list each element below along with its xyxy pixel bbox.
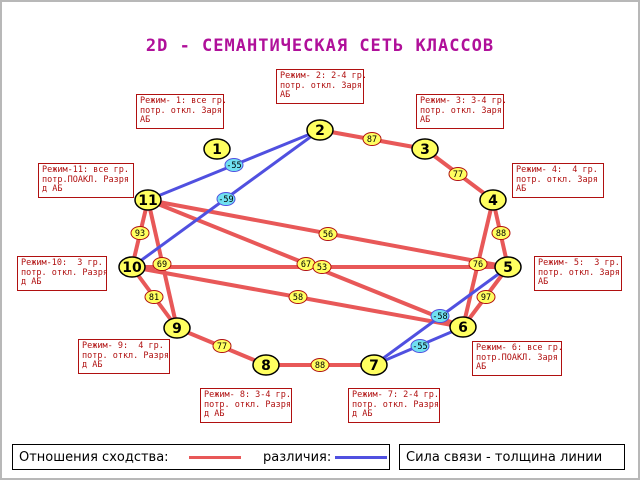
node-5 xyxy=(494,256,522,278)
node-7 xyxy=(360,354,388,376)
mode-box-10: Режим-10: 3 гр. потр. откл. Разря д АБ xyxy=(17,256,108,291)
edge-weight-badge xyxy=(224,158,244,172)
edge-weight-badge xyxy=(152,257,172,271)
legend-strength-label: Сила связи - толщина линии xyxy=(406,450,603,465)
page-title: 2D - СЕМАНТИЧЕСКАЯ СЕТЬ КЛАССОВ xyxy=(145,36,495,56)
node-label-4: 4 xyxy=(488,193,498,209)
edge-weight-badge xyxy=(491,226,511,240)
node-label-1: 1 xyxy=(212,142,222,158)
mode-box-2: Режим- 2: 2-4 гр. потр. откл. Заря АБ xyxy=(276,69,367,104)
node-4 xyxy=(479,189,507,211)
legend-strength: Сила связи - толщина линии xyxy=(399,444,625,470)
edge-weight-badge xyxy=(448,167,468,181)
mode-box-4: Режим- 4: 4 гр. потр. откл. Заря АБ xyxy=(512,163,604,198)
mode-box-8: Режим- 8: 3-4 гр. потр. откл. Разря д АБ xyxy=(200,388,292,423)
edge-weight-10-5: 67 xyxy=(301,260,311,270)
node-label-7: 7 xyxy=(369,358,379,374)
edge-weight-6-7: -55 xyxy=(412,342,427,352)
mode-box-3: Режим- 3: 3-4 гр. потр. откл. Заря АБ xyxy=(416,94,507,129)
mode-box-7: Режим- 7: 2-4 гр. потр. откл. Разря д АБ xyxy=(348,388,440,423)
node-label-3: 3 xyxy=(420,142,430,158)
edge-weight-4-5: 88 xyxy=(496,229,506,239)
edge-weight-10-6: 58 xyxy=(293,293,303,303)
edge-weight-2-10: -59 xyxy=(218,195,233,205)
mode-box-9: Режим- 9: 4 гр. потр. откл. Разря д АБ xyxy=(78,339,170,374)
node-10 xyxy=(118,256,146,278)
node-6 xyxy=(449,316,477,338)
node-9 xyxy=(163,317,191,339)
mode-box-6: Режим- 6: все гр. потр.ПОАКЛ. Заря АБ xyxy=(472,341,563,376)
mode-box-11: Режим-11: все гр. потр.ПОАКЛ. Разря д АБ xyxy=(38,163,134,198)
node-3 xyxy=(411,138,439,160)
node-label-8: 8 xyxy=(261,358,271,374)
legend-similarity-label: Отношения сходства: xyxy=(19,450,169,465)
edge-weight-7-8: 88 xyxy=(315,361,325,371)
edge-weight-11-5: 56 xyxy=(323,230,333,240)
edge-weight-badge xyxy=(476,290,496,304)
edge-weight-badge xyxy=(318,227,338,241)
edge-weight-badge xyxy=(312,260,332,274)
edge-weight-11-9: 69 xyxy=(157,260,167,270)
legend-difference-label: различия: xyxy=(263,450,332,465)
edge-weight-badge xyxy=(362,132,382,146)
legend-relations: Отношения сходства: различия: xyxy=(12,444,390,470)
edge-weight-5-7: -58 xyxy=(432,312,447,322)
edge-weight-10-11: 93 xyxy=(135,229,145,239)
mode-box-5: Режим- 5: 3 гр. потр. откл. Заря АБ xyxy=(534,256,622,291)
legend-similarity-line xyxy=(189,456,241,459)
edge-weight-2-3: 87 xyxy=(367,135,377,145)
edge-weight-badge xyxy=(310,358,330,372)
edge-weight-9-10: 81 xyxy=(149,293,159,303)
edge-weight-2-11: -55 xyxy=(226,161,241,171)
mode-box-1: Режим- 1: все гр. потр. откл. Заря АБ xyxy=(136,94,227,129)
edge-weight-5-10: 76 xyxy=(473,260,483,270)
node-label-10: 10 xyxy=(122,260,142,276)
edge-weight-badge xyxy=(410,339,430,353)
edge-weight-3-4: 77 xyxy=(453,170,463,180)
node-label-6: 6 xyxy=(458,320,468,336)
edge-weight-badge xyxy=(288,290,308,304)
legend-difference-line xyxy=(335,456,387,459)
node-1 xyxy=(203,138,231,160)
node-8 xyxy=(252,354,280,376)
edge-weight-8-9: 77 xyxy=(217,342,227,352)
edge-weight-badge xyxy=(212,339,232,353)
edge-weight-badge xyxy=(144,290,164,304)
node-label-11: 11 xyxy=(138,193,157,209)
edge-weight-badge xyxy=(430,309,450,323)
edge-weight-11-6: 53 xyxy=(317,263,327,273)
edge-weight-badge xyxy=(130,226,150,240)
node-label-2: 2 xyxy=(315,123,325,139)
edge-weight-5-6: 97 xyxy=(481,293,491,303)
edge-weight-badge xyxy=(216,192,236,206)
node-label-5: 5 xyxy=(503,260,513,276)
node-11 xyxy=(134,189,162,211)
node-label-9: 9 xyxy=(172,321,182,337)
node-2 xyxy=(306,119,334,141)
edge-weight-badge xyxy=(468,257,488,271)
